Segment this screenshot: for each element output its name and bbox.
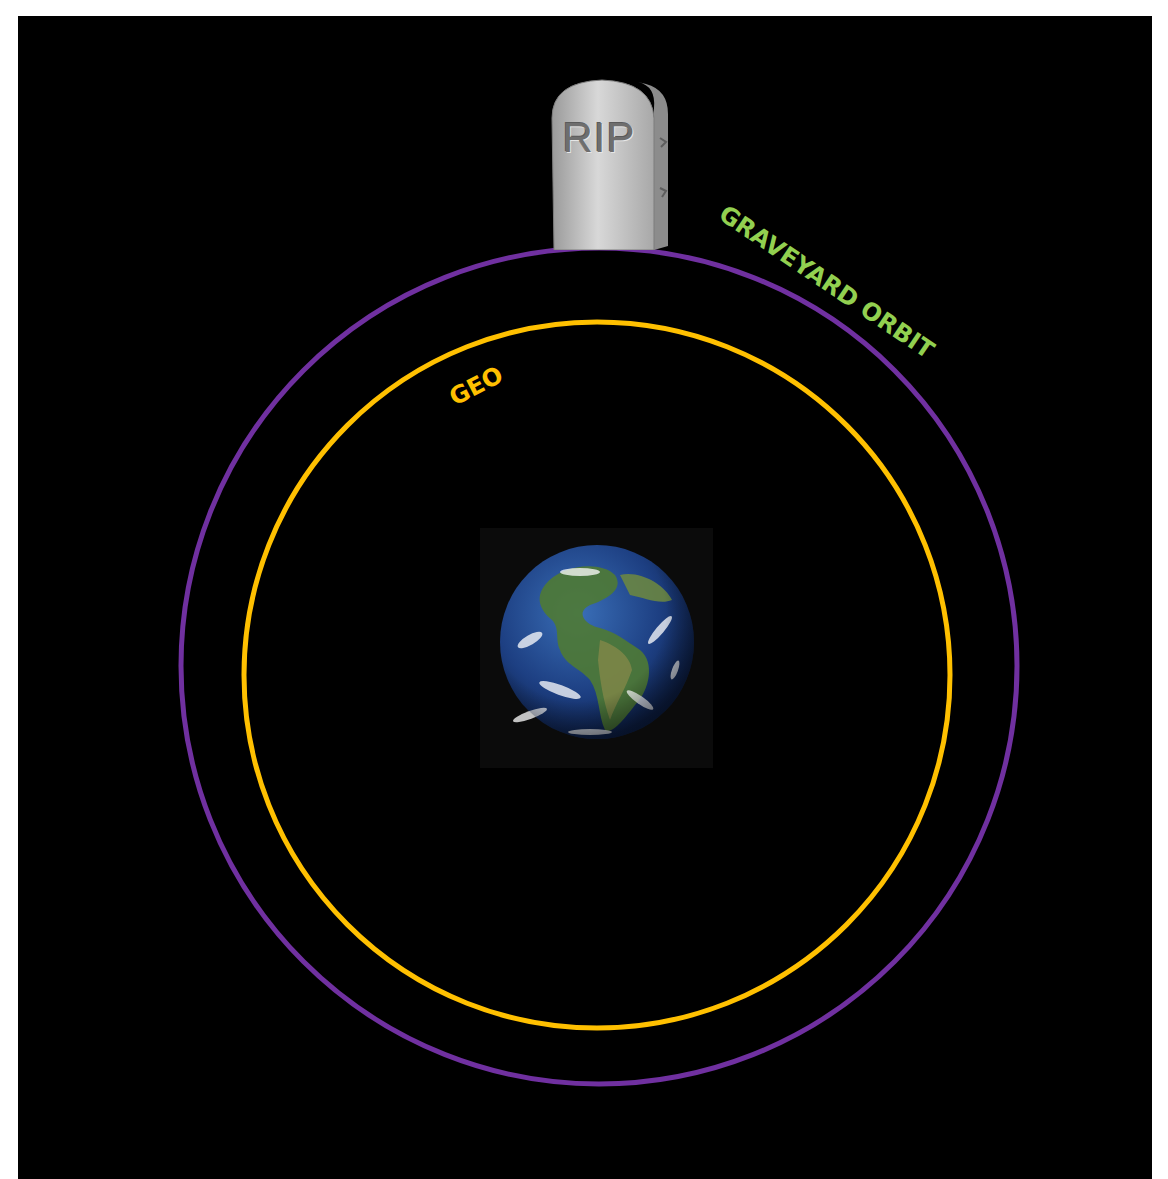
tombstone-shape xyxy=(548,78,672,250)
earth-photo-frame xyxy=(480,528,713,768)
earth xyxy=(500,545,694,739)
tombstone: RIP xyxy=(548,78,672,250)
geo-orbit-ring xyxy=(244,322,950,1028)
tombstone-inscription: RIP xyxy=(548,114,650,162)
graveyard-orbit-ring xyxy=(181,248,1017,1084)
